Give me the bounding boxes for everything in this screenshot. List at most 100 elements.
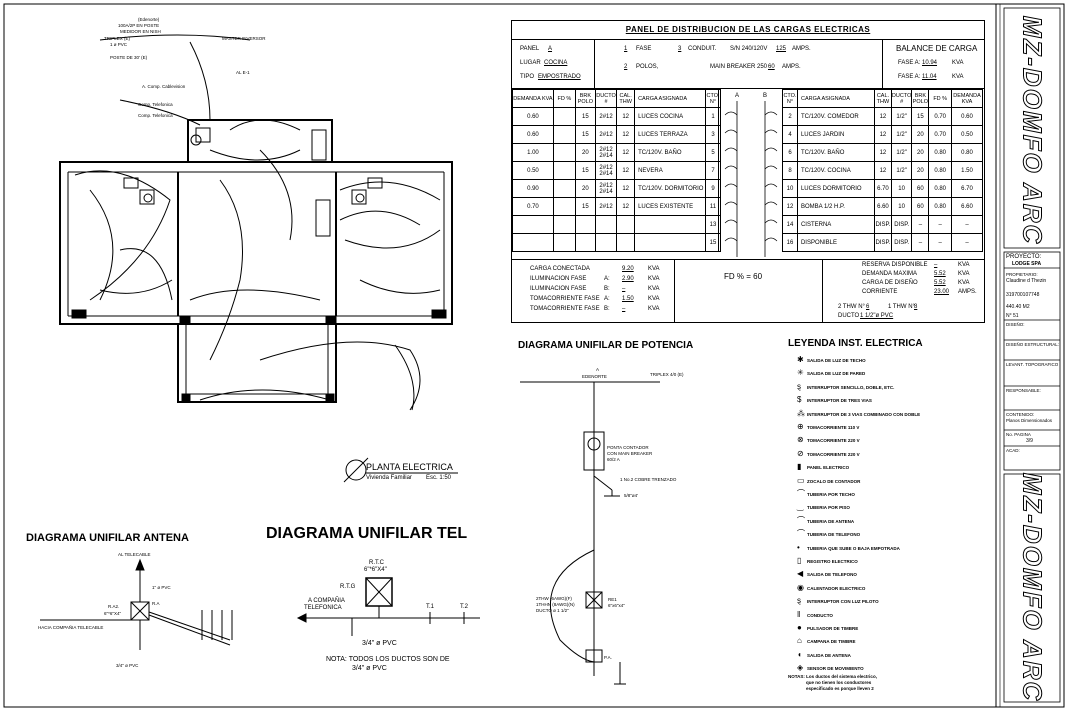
table-cell: DISP.: [890, 233, 913, 252]
table-cell: 12: [873, 143, 892, 162]
table-cell: 1/2": [890, 161, 913, 180]
table-cell: –: [951, 233, 983, 252]
table-cell: –: [951, 215, 983, 234]
thw-value2: 8: [914, 304, 918, 310]
propietario-name: Claudine d Thezin: [1006, 278, 1047, 284]
callout-breaker: 100A/2P EN POSTE: [118, 23, 160, 28]
fase-a2-value: 11.04: [922, 74, 937, 80]
table-row: 11: [705, 197, 721, 216]
table-cell: 2#12 2#14: [594, 143, 618, 162]
legend-symbol-icon: ◖: [797, 649, 802, 659]
table-cell: 2#12: [594, 125, 618, 144]
breaker-arc: [764, 183, 778, 188]
table-cell: 6: [782, 143, 798, 162]
summary-value: 1.50: [622, 296, 634, 302]
thw-line: 2 THW N°: [838, 304, 865, 310]
table-cell: 15: [574, 107, 596, 126]
table-cell: 60: [911, 179, 930, 198]
summary-row: DEMANDA MAXIMA 5.52 KVA: [862, 271, 982, 280]
summary-value: 23.00: [934, 289, 950, 295]
tel-rtc-size: 6"*6"X4": [364, 567, 387, 573]
callout-edenorte: (Edenorte): [138, 17, 160, 22]
ab-label-a: A: [735, 93, 740, 99]
breaker-arc: [764, 219, 778, 224]
table-cell: [574, 233, 596, 252]
potencia-varilla: 5/8"ø4': [624, 493, 638, 498]
legend-item-label: TUBERIA POR TECHO: [807, 492, 855, 497]
table-row: 1: [705, 107, 721, 126]
fd-text: FD % = 60: [724, 272, 763, 281]
table-cell: –: [928, 215, 953, 234]
antena-lines: [40, 558, 233, 650]
planta-scale: Esc. 1:50: [426, 475, 452, 481]
callout-medidor: MEDIDOR EN NISH: [120, 29, 161, 34]
breaker-arc: [764, 201, 778, 206]
table-cell: [512, 233, 554, 252]
fase-a-unit: KVA: [952, 60, 964, 66]
legend-symbol-icon: ✳: [797, 368, 804, 378]
table-cell: [616, 233, 636, 252]
sn-label: S/N 240/120V: [730, 46, 768, 52]
sidebar-lines: [1003, 7, 1061, 703]
table-cell: 15: [574, 197, 596, 216]
table-cell: TC/120V. BAÑO: [796, 143, 875, 162]
legend-item-label: PULSADOR DE TIMBRE: [807, 626, 859, 631]
table-row: 5: [705, 143, 721, 162]
legend-symbol-icon: ⊗: [797, 435, 804, 445]
potencia-title: DIAGRAMA UNIFILAR DE POTENCIA: [518, 340, 694, 351]
right-circuit-table: CTO. N° CARGA ASIGNADA CAL. THW DUCTO # …: [782, 89, 983, 252]
circuit-grid-area: DEMANDA KVA FD % BRK POLO DUCTO # CAL. T…: [512, 89, 984, 260]
legend-symbol-icon: ⊕: [797, 422, 804, 431]
breaker-arc: [764, 129, 778, 134]
table-cell: 15: [911, 107, 930, 126]
table-cell: 0.80: [951, 143, 983, 162]
col-header: DUCTO #: [594, 89, 618, 108]
triplex-label: TRIPLEX (E): [104, 36, 131, 41]
table-cell: [552, 215, 576, 234]
summary-label: ILUMINACION FASE: [530, 276, 587, 282]
tel-title: DIAGRAMA UNIFILAR TEL: [266, 525, 468, 542]
table-cell: 60: [911, 197, 930, 216]
legend-item-label: TOMACORRIENTE 110 V: [807, 425, 860, 430]
leyenda-nota-1: NOTAS: Los ductos del sistema electrico,: [788, 674, 877, 679]
breaker-arc: [724, 147, 738, 152]
summary-unit: AMPS.: [958, 289, 977, 295]
tel-nota2: 3/4" ø PVC: [352, 665, 387, 672]
contador-1: PONTA CONTADOR: [607, 445, 649, 450]
legend-symbol-icon: ✱: [797, 355, 804, 364]
table-row: 7: [705, 161, 721, 180]
potencia-triplex: TRIPLEX 4/0 (E): [650, 372, 684, 377]
summary-row: ILUMINACION FASE A: 2.90 KVA: [530, 276, 690, 286]
legend-item-label: TUBERIA DE ANTENA: [807, 518, 855, 524]
lamina-value: 3/9: [1026, 438, 1033, 444]
summary-fase: A:: [604, 296, 610, 302]
legend-symbol-icon: ◈: [797, 663, 804, 673]
table-row: 13: [705, 215, 721, 234]
breaker-arc: [724, 237, 738, 242]
summary-label: CARGA DE DISEÑO: [862, 280, 918, 286]
table-cell: 12: [616, 197, 636, 216]
cto-cell: 11: [705, 197, 721, 216]
table-cell: 6.70: [873, 179, 892, 198]
table-cell: DISP.: [873, 215, 892, 234]
cto-cell: 13: [705, 215, 721, 234]
summary-label: TOMACORRIENTE FASE: [530, 296, 600, 302]
fase-num: 1: [624, 46, 628, 52]
legend-item-label: INTERRUPTOR DE TRES VIAS: [807, 398, 872, 404]
table-cell: 2#12 2#14: [594, 179, 618, 198]
planta-title: PLANTA ELECTRICA: [366, 462, 453, 472]
propietario-label: PROPIETARIO:: [1006, 272, 1038, 277]
table-cell: 4: [782, 125, 798, 144]
legend-item-label: REGISTRO ELECTRICO: [807, 559, 858, 564]
table-cell: 2: [782, 107, 798, 126]
leyenda-title: LEYENDA INST. ELECTRICA: [788, 338, 923, 349]
panel-header-block: PANEL A LUGAR COCINA TIPO EMPOSTRADO 1 F…: [512, 40, 984, 89]
legend-symbol-icon: ◀: [797, 569, 804, 579]
col-header: FD %: [928, 89, 953, 108]
breaker-arc: [764, 111, 778, 116]
